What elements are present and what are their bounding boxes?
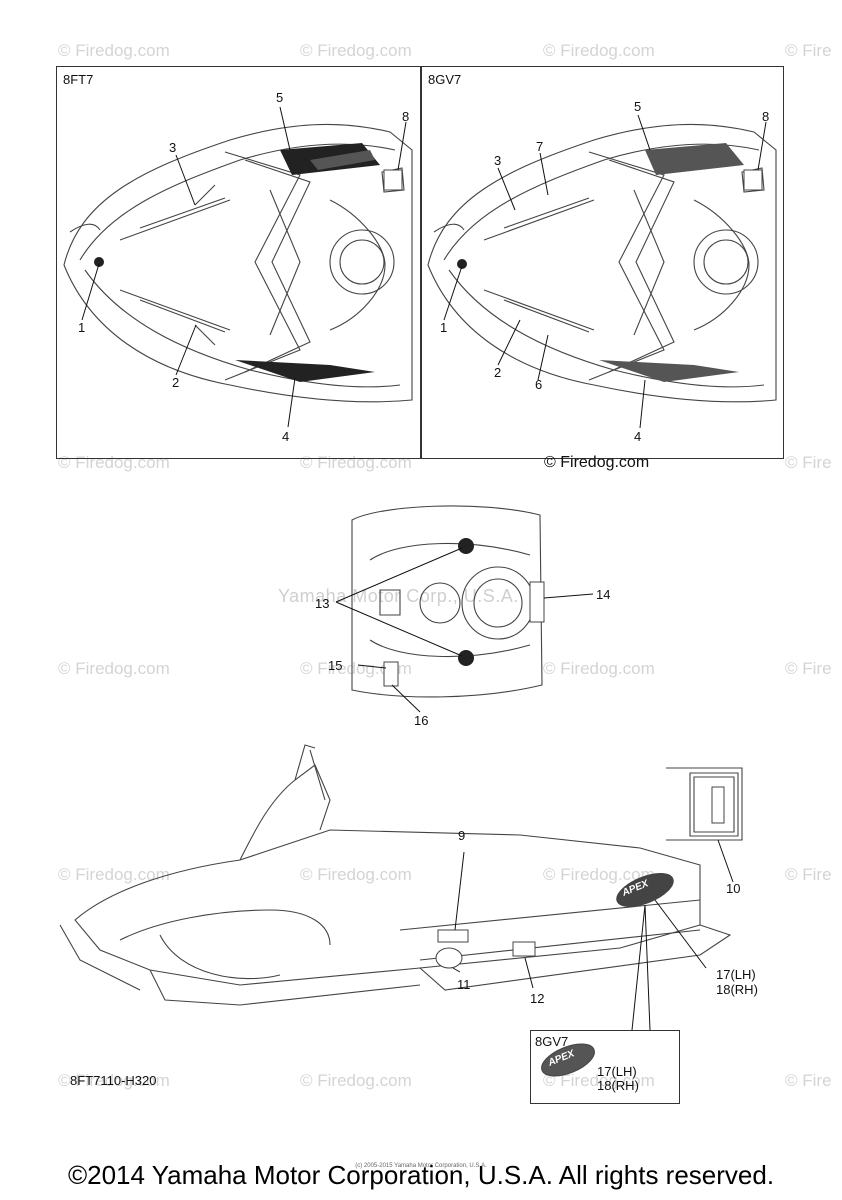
emblem — [458, 650, 474, 666]
watermark: © Firedog.com — [300, 453, 412, 472]
callout-6: 6 — [535, 377, 543, 392]
panel-label-8ft7: 8FT7 — [63, 72, 94, 87]
decal-stripe — [235, 360, 375, 382]
panel-8ft7 — [56, 66, 422, 459]
decal-stripe — [599, 360, 739, 382]
callout-4: 4 — [282, 429, 290, 444]
inset-label-8gv7: 8GV7 — [535, 1034, 569, 1049]
watermark: © Firedog.com — [58, 659, 170, 678]
callout-4: 4 — [634, 429, 642, 444]
callout-10: 10 — [726, 881, 741, 896]
watermark: © Fire — [785, 41, 832, 60]
watermark: © Firedog.com — [58, 1071, 170, 1090]
watermark: © Firedog.com — [543, 1071, 655, 1090]
callout-17-inset: 17(LH) — [597, 1064, 637, 1079]
firedog-credit: © Firedog.com — [544, 454, 650, 471]
callout-14: 14 — [596, 587, 611, 602]
callout-17: 17(LH) — [716, 967, 756, 982]
callout-8: 8 — [762, 109, 770, 124]
callout-18-inset: 18(RH) — [597, 1078, 639, 1093]
watermark: © Firedog.com — [300, 1071, 412, 1090]
callout-15: 15 — [328, 658, 343, 673]
callout-1: 1 — [440, 320, 448, 335]
watermark: © Firedog.com — [543, 659, 655, 678]
callout-9: 9 — [458, 828, 466, 843]
decal-9 — [437, 929, 469, 943]
apex-badge-inset — [541, 1043, 595, 1077]
watermark: © Firedog.com — [300, 41, 412, 60]
watermark: © Firedog.com — [300, 865, 412, 884]
apex-badge — [616, 873, 674, 907]
callout-2: 2 — [172, 375, 180, 390]
decal-10 — [711, 786, 725, 824]
tail-inset — [666, 767, 743, 841]
decal-8 — [743, 169, 763, 191]
decal-16 — [383, 661, 399, 687]
callout-2: 2 — [494, 365, 502, 380]
decal-stripe — [645, 143, 744, 175]
callout-3: 3 — [494, 153, 502, 168]
footer-copyright: ©2014 Yamaha Motor Corporation, U.S.A. A… — [67, 1160, 775, 1190]
watermark: © Firedog.com — [58, 41, 170, 60]
panel-8gv7 — [420, 66, 784, 459]
watermark: © Firedog.com — [543, 41, 655, 60]
callout-8: 8 — [402, 109, 410, 124]
watermark: © Fire — [785, 865, 832, 884]
emblem — [458, 538, 474, 554]
callout-12: 12 — [530, 991, 545, 1006]
watermark: © Firedog.com — [58, 453, 170, 472]
footer-tiny-notice: (c) 2005-2015 Yamaha Motor Corporation, … — [355, 1163, 487, 1169]
callout-3: 3 — [169, 140, 177, 155]
part-code: 8FT7110-H320 — [70, 1073, 157, 1088]
panel-label-8gv7: 8GV7 — [428, 72, 462, 87]
watermark: © Fire — [785, 659, 832, 678]
callout-5: 5 — [634, 99, 642, 114]
callout-18: 18(RH) — [716, 982, 758, 997]
callout-11: 11 — [457, 977, 471, 992]
callout-13: 13 — [315, 596, 330, 611]
emblem — [457, 259, 467, 269]
sled-side-view — [59, 744, 732, 1006]
decal-8 — [383, 169, 403, 191]
watermark: © Fire — [785, 453, 832, 472]
decal-11 — [435, 947, 463, 969]
callout-16: 16 — [414, 713, 429, 728]
watermark: © Firedog.com — [543, 865, 655, 884]
decal-14 — [529, 581, 545, 623]
inset-8gv7 — [530, 1030, 680, 1104]
emblem — [94, 257, 104, 267]
hood-rear-view — [351, 505, 543, 698]
watermark: © Firedog.com — [58, 865, 170, 884]
watermark: © Fire — [785, 1071, 832, 1090]
callout-1: 1 — [78, 320, 86, 335]
callout-7: 7 — [536, 139, 544, 154]
decal-12 — [512, 941, 536, 957]
callout-5: 5 — [276, 90, 284, 105]
hood-8ft7 — [63, 123, 413, 403]
